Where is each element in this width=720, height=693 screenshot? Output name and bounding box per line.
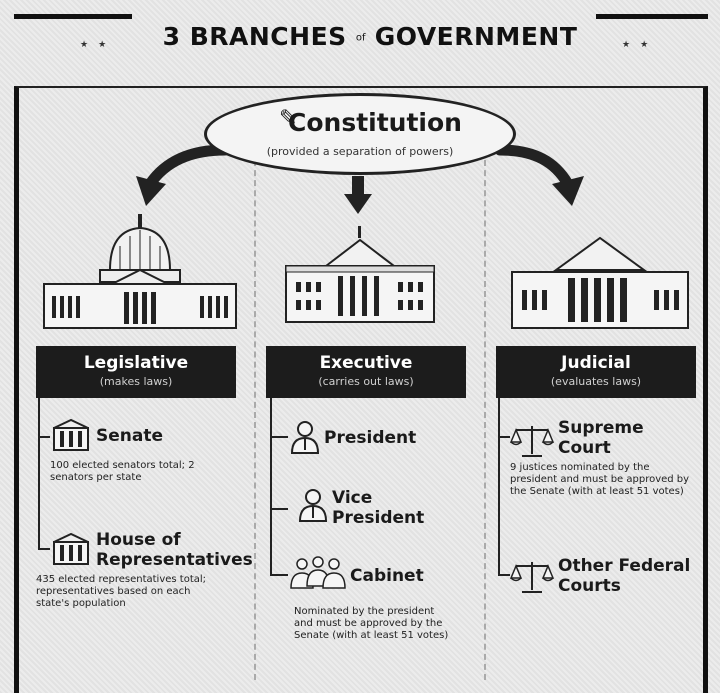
constitution-title: Constitution [288,108,462,137]
executive-connector [270,574,288,576]
constitution-oval: ✎ Constitution (provided a separation of… [204,93,516,175]
judicial-connector [498,574,510,576]
executive-name: Executive [319,353,413,373]
column-divider-right [484,160,486,680]
legislative-connector [38,548,50,550]
title-rule-left [14,14,132,19]
constitution-subtitle: (provided a separation of powers) [266,145,454,158]
executive-connector [270,398,272,576]
person-icon [290,421,320,454]
legislative-connector [38,436,50,438]
person-icon [298,489,328,522]
scales-icon [510,426,554,457]
column-divider-left [254,160,256,680]
title-rule-right [596,14,708,19]
cabinet-label: Cabinet [350,566,424,586]
supreme-court-desc: 9 justices nominated by the president an… [510,462,690,497]
white-house-icon [285,226,435,323]
executive-role: (carries out laws) [318,375,414,388]
capitol-columns-icon [53,532,89,565]
supreme-court-label: Supreme Court [558,418,644,458]
vice-president-label: Vice President [332,488,425,528]
group-icon [290,556,346,589]
arrow-to-judicial-icon [494,144,584,206]
judicial-role: (evaluates laws) [550,375,642,388]
stars-left-icon: ★★ [80,40,117,50]
page-title: 3 BRANCHES of GOVERNMENT [160,22,580,51]
federal-courts-label: Other Federal Courts [558,556,691,596]
senate-label: Senate [96,426,164,446]
stars-right-icon: ★★ [622,40,659,50]
judicial-header: Judicial (evaluates laws) [496,346,696,398]
legislative-role: (makes laws) [99,375,173,388]
executive-connector [270,508,288,510]
legislative-name: Legislative [83,353,189,373]
cabinet-desc: Nominated by the president and must be a… [294,606,449,641]
legislative-connector [38,398,40,550]
executive-connector [270,436,288,438]
scales-icon [510,562,554,593]
executive-header: Executive (carries out laws) [266,346,466,398]
capitol-building-icon [43,214,237,329]
judicial-connector [498,436,510,438]
quill-icon: ✎ [279,106,298,131]
supreme-court-icon [511,236,689,329]
house-label: House of Representatives [96,530,253,570]
judicial-connector [498,398,500,576]
arrow-to-legislative-icon [136,144,231,206]
title-main: 3 BRANCHES [162,22,347,51]
diagram-frame [14,86,708,693]
house-desc: 435 elected representatives total; repre… [36,574,207,609]
capitol-columns-icon [53,418,89,451]
senate-desc: 100 elected senators total; 2 senators p… [50,460,195,483]
legislative-header: Legislative (makes laws) [36,346,236,398]
president-label: President [324,428,417,448]
arrow-to-executive-icon [344,176,372,214]
title-end: GOVERNMENT [374,22,578,51]
judicial-name: Judicial [561,353,631,373]
title-of: of [355,32,366,44]
